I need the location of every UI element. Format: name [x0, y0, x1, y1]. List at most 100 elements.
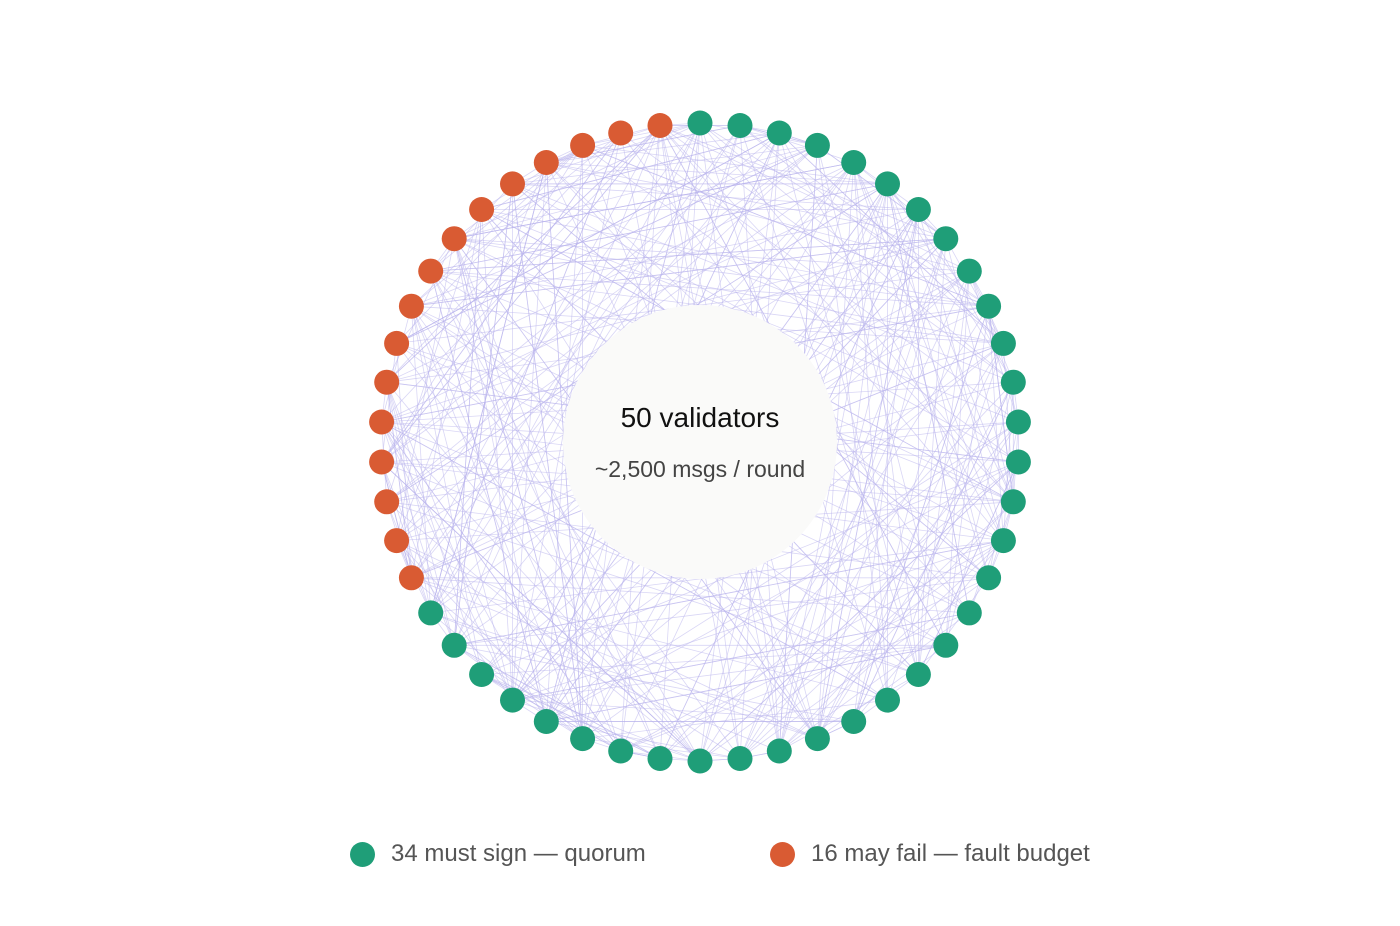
- message-edge: [853, 382, 1014, 722]
- message-edge: [659, 381, 1014, 759]
- message-edge: [918, 577, 989, 675]
- message-edge: [739, 125, 1004, 344]
- message-edge: [453, 183, 513, 646]
- validator-node-quorum: [841, 709, 867, 734]
- message-edge: [945, 306, 989, 646]
- message-edge: [381, 421, 547, 722]
- message-edge: [779, 540, 1004, 752]
- message-edge: [512, 612, 970, 701]
- message-edge: [659, 125, 1004, 541]
- validator-node-quorum: [875, 171, 900, 197]
- legend-swatch-quorum: [350, 841, 375, 867]
- message-edge: [739, 421, 1019, 759]
- message-edge: [381, 421, 701, 762]
- message-edge: [411, 145, 583, 307]
- message-edge: [411, 125, 661, 578]
- message-edge: [853, 162, 989, 578]
- message-edge: [386, 381, 701, 762]
- message-edge: [430, 162, 547, 613]
- validator-node-quorum: [956, 258, 982, 284]
- validator-node-quorum: [804, 132, 830, 158]
- message-edge: [411, 577, 888, 701]
- validator-node-quorum: [976, 293, 1002, 319]
- legend-label-fault: 16 may fail — fault budget: [811, 840, 1090, 867]
- message-edge: [546, 162, 888, 185]
- message-edge: [887, 183, 1014, 502]
- message-edge: [817, 145, 888, 701]
- message-edge: [381, 461, 412, 578]
- message-edge: [659, 125, 970, 272]
- message-edge: [430, 271, 547, 722]
- legend-label-quorum: 34 must sign — quorum: [391, 840, 646, 867]
- validator-node-fault: [469, 197, 495, 222]
- message-edge: [396, 145, 818, 344]
- message-edge: [739, 238, 947, 759]
- message-edge: [453, 125, 661, 646]
- message-edge: [381, 343, 397, 463]
- validator-node-quorum: [1000, 489, 1026, 515]
- message-edge: [430, 238, 946, 272]
- validator-node-quorum: [687, 110, 713, 136]
- message-edge: [817, 421, 1019, 739]
- message-edge: [918, 238, 947, 675]
- validator-node-quorum: [1000, 369, 1026, 395]
- message-edge: [386, 501, 432, 614]
- message-edge: [381, 461, 701, 762]
- message-edge: [582, 145, 989, 307]
- validator-node-quorum: [766, 120, 792, 146]
- validator-node-quorum: [804, 726, 830, 752]
- message-edge: [481, 644, 946, 675]
- message-edge: [396, 132, 780, 344]
- validator-node-quorum: [933, 632, 959, 658]
- message-edge: [699, 122, 1014, 503]
- validator-node-fault: [384, 528, 410, 554]
- validator-node-fault: [374, 489, 400, 515]
- validator-node-fault: [608, 120, 634, 146]
- message-edge: [659, 125, 946, 240]
- message-edge: [945, 271, 970, 646]
- center-title: 50 validators: [620, 402, 780, 433]
- message-edge: [411, 209, 919, 307]
- message-edge: [381, 183, 888, 423]
- message-edge: [411, 125, 741, 579]
- message-edge: [699, 122, 818, 146]
- validator-node-quorum: [956, 600, 982, 626]
- message-edge: [386, 209, 482, 502]
- message-edge: [779, 612, 970, 752]
- validator-node-fault: [418, 258, 444, 284]
- message-edge: [853, 271, 970, 722]
- message-edge: [817, 183, 888, 739]
- validator-node-fault: [369, 449, 395, 475]
- message-edge: [817, 145, 947, 646]
- message-edge: [739, 577, 989, 759]
- validator-node-quorum: [727, 113, 753, 138]
- message-edge: [411, 132, 621, 307]
- message-edge: [546, 421, 1019, 722]
- message-edge: [739, 343, 1004, 759]
- message-edge: [411, 577, 818, 739]
- message-edge: [411, 238, 946, 307]
- message-edge: [381, 132, 780, 463]
- message-edge: [453, 238, 547, 722]
- message-edge: [430, 183, 513, 272]
- message-edge: [582, 145, 888, 185]
- validator-node-quorum: [976, 565, 1002, 591]
- message-edge: [481, 674, 661, 759]
- message-edge: [396, 540, 818, 739]
- message-edge: [988, 306, 1019, 423]
- validator-node-fault: [398, 293, 424, 319]
- validator-node-quorum: [1005, 409, 1031, 435]
- message-edge: [454, 540, 1004, 646]
- legend-swatch-fault: [770, 841, 795, 867]
- message-edge: [512, 699, 854, 722]
- message-edge: [887, 343, 1004, 701]
- message-edge: [582, 122, 701, 146]
- validator-node-fault: [369, 409, 395, 435]
- validator-node-quorum: [570, 726, 596, 752]
- message-edge: [454, 162, 854, 240]
- message-edge: [411, 577, 970, 614]
- message-edge: [546, 125, 661, 163]
- message-edge: [386, 125, 661, 383]
- message-edge: [481, 132, 780, 210]
- validator-node-quorum: [933, 226, 959, 252]
